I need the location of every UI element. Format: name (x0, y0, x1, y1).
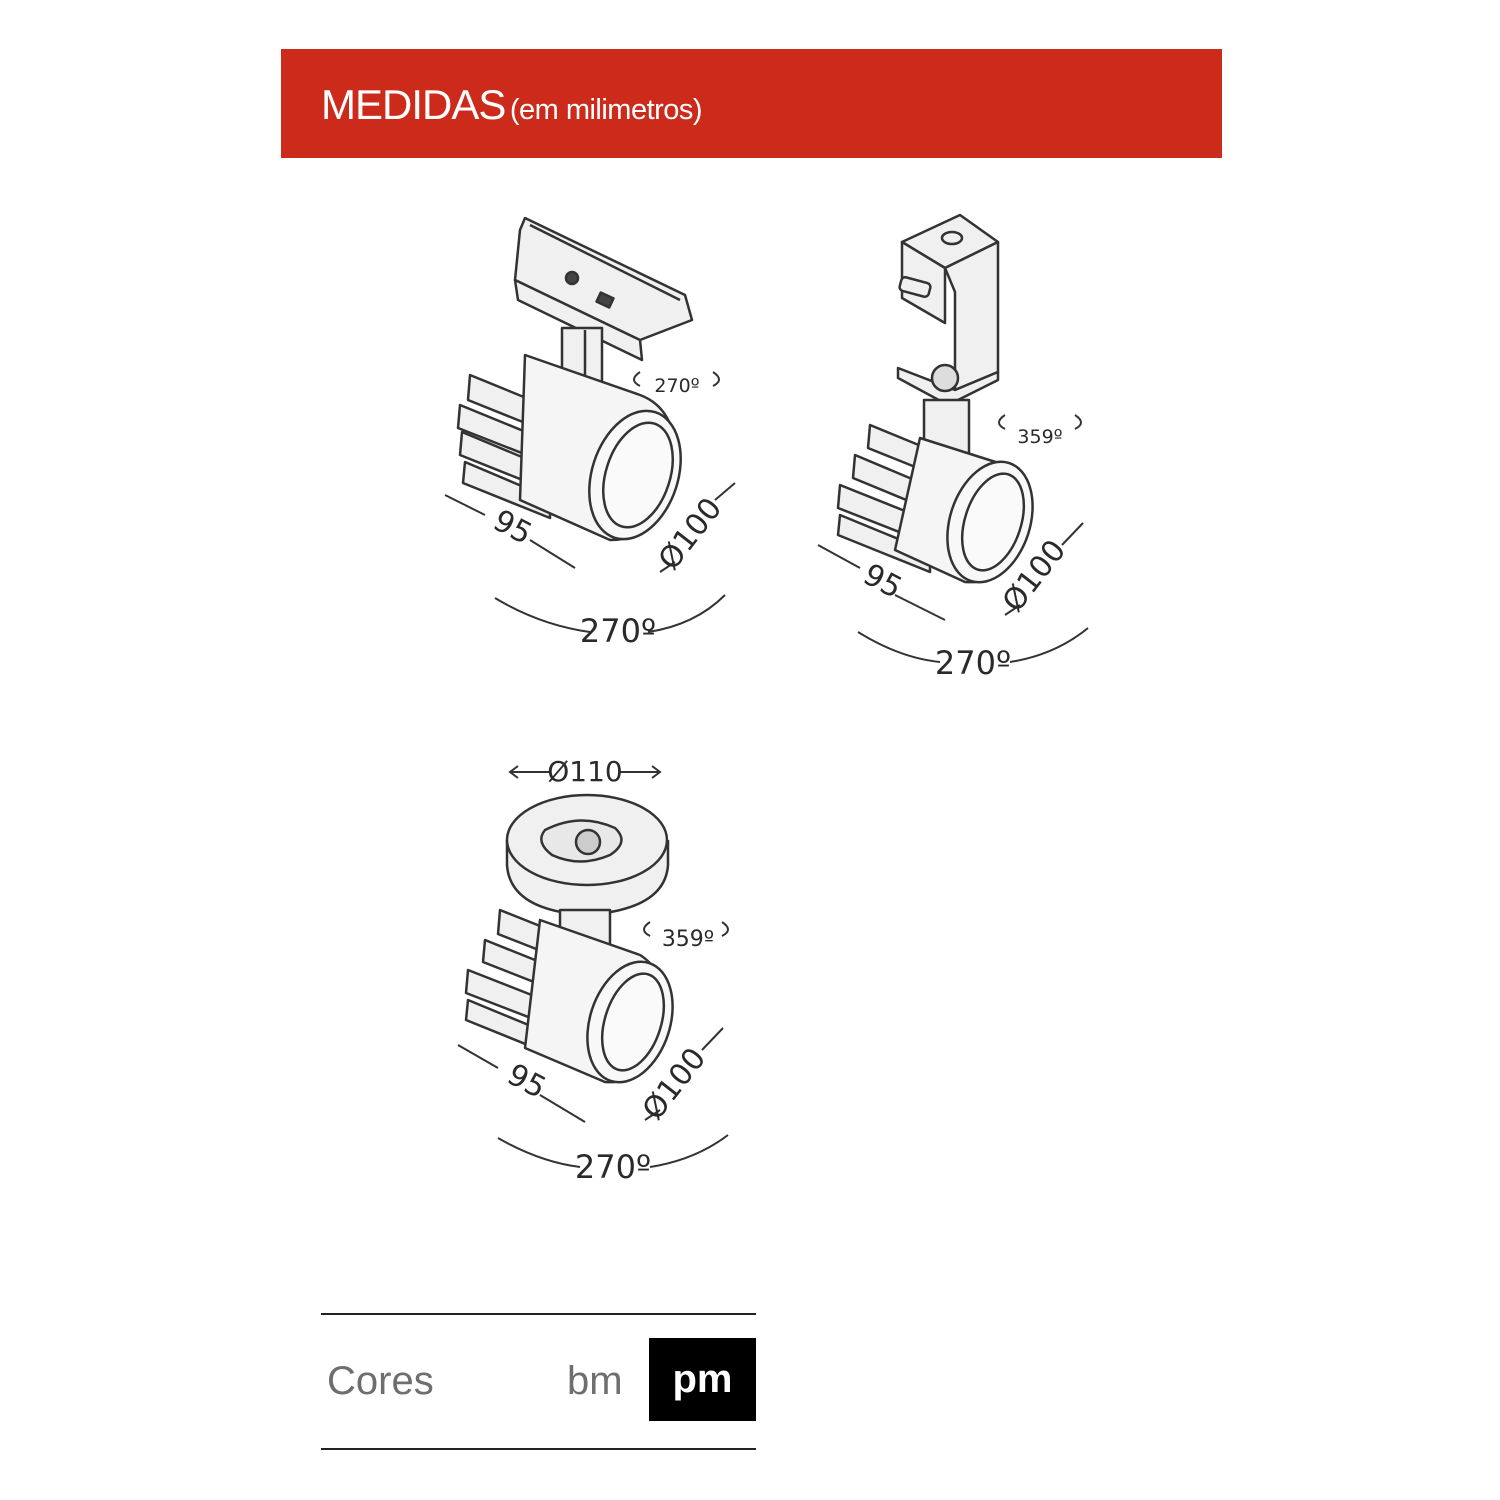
figure-bracket-mount: 359º 95 Ø100 270º (800, 200, 1100, 690)
base-diameter-label: Ø110 (547, 755, 622, 788)
figure-surface-mount: Ø110 359 (440, 750, 750, 1200)
tilt-label: 270º (935, 644, 1011, 682)
colors-panel: Cores bm pm (321, 1313, 756, 1450)
rotation-label: 359º (662, 927, 714, 952)
colors-label: Cores (327, 1359, 434, 1403)
section-header: MEDIDAS (em milimetros) (281, 49, 1222, 158)
color-option-pm[interactable]: pm (649, 1338, 756, 1421)
length-label: 95 (857, 557, 907, 606)
length-label: 95 (501, 1057, 551, 1106)
title-main: MEDIDAS (321, 81, 506, 128)
section-title: MEDIDAS (em milimetros) (321, 81, 703, 129)
tilt-label: 270º (575, 1148, 651, 1186)
tilt-label: 270º (580, 612, 656, 650)
rotation-label: 359º (1017, 426, 1062, 448)
surface-spot-drawing: Ø110 359 (457, 755, 729, 1186)
figure-track-mount: 270º 95 Ø100 270º (430, 200, 760, 660)
title-unit: (em milimetros) (509, 94, 703, 126)
rotation-label: 270º (654, 375, 699, 397)
color-option-bm[interactable]: bm (567, 1359, 623, 1403)
track-spot-drawing: 270º 95 Ø100 270º (444, 216, 736, 650)
bracket-spot-drawing: 359º 95 Ø100 270º (817, 213, 1089, 682)
